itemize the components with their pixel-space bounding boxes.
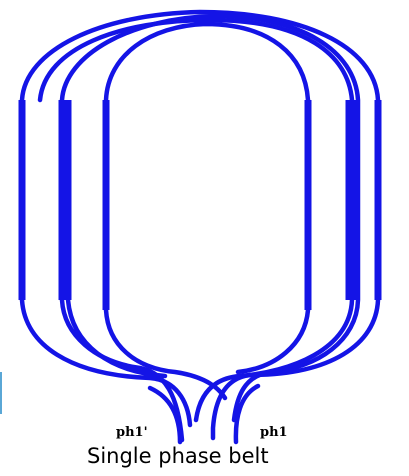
coil-side-bars [18,100,382,310]
coil-third [37,17,355,423]
diagram-caption: Single phase belt [87,444,269,468]
coil-return-left-d [103,307,228,401]
lead-wire-left [147,385,183,445]
lead-label-ph1: ph1 [260,425,288,440]
winding-coils [19,9,381,445]
coil-outer [19,9,381,441]
coil-return-left-b [59,297,185,443]
coil-return-left-c [65,297,168,379]
lead-wire-right [233,383,261,445]
coil-return-left-a [19,297,193,428]
lead-label-ph1-prime: ph1' [116,425,148,440]
coil-inner [103,21,311,375]
